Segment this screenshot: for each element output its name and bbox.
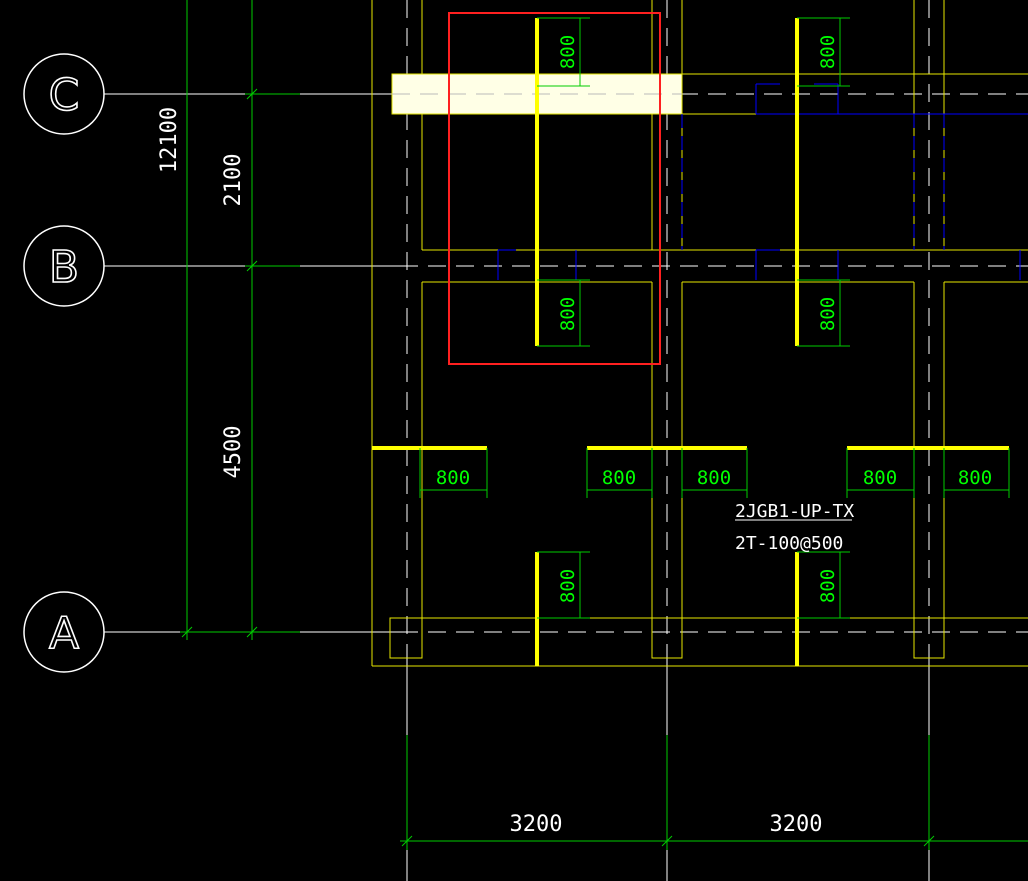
annotation-line-1: 2JGB1-UP-TX — [735, 501, 854, 522]
axis-label-c: C — [49, 70, 80, 121]
dim-bottom-2: 3200 — [770, 812, 823, 837]
axis-label-b: B — [49, 242, 79, 293]
axis-bubble-c[interactable]: C — [23, 53, 105, 135]
rebar-extent-dims-vertical — [537, 17, 850, 619]
rebar-dim-11: 800 — [958, 467, 992, 489]
selection-rectangle[interactable] — [448, 12, 661, 365]
rebar-dim-2: 800 — [817, 35, 839, 69]
annotation-line-2: 2T-100@500 — [735, 533, 843, 554]
axis-bubble-b[interactable]: B — [23, 225, 105, 307]
left-dimension-chain — [180, 0, 300, 640]
dim-ba: 4500 — [221, 426, 246, 479]
axis-label-a: A — [49, 608, 79, 659]
vertical-grid-lines — [406, 0, 930, 881]
rebar-dim-10: 800 — [863, 467, 897, 489]
rebar-dim-7: 800 — [436, 467, 470, 489]
rebar-dim-1: 800 — [557, 35, 579, 69]
rebar-dim-9: 800 — [697, 467, 731, 489]
rebar-extent-dims-horizontal — [419, 448, 1010, 498]
dim-bottom-1: 3200 — [510, 812, 563, 837]
rebar-dim-4: 800 — [817, 297, 839, 331]
rebar-dim-3: 800 — [557, 297, 579, 331]
vertical-rebars[interactable] — [535, 18, 799, 666]
axis-bubble-a[interactable]: A — [23, 591, 105, 673]
rebar-dim-8: 800 — [602, 467, 636, 489]
rebar-dim-5: 800 — [557, 569, 579, 603]
dim-total-left: 12100 — [157, 107, 182, 173]
bottom-dimension-chain — [400, 735, 1028, 850]
rebar-dim-6: 800 — [817, 569, 839, 603]
rebar-annotation[interactable]: 2JGB1-UP-TX 2T-100@500 — [735, 501, 854, 554]
dim-cb: 2100 — [221, 154, 246, 207]
